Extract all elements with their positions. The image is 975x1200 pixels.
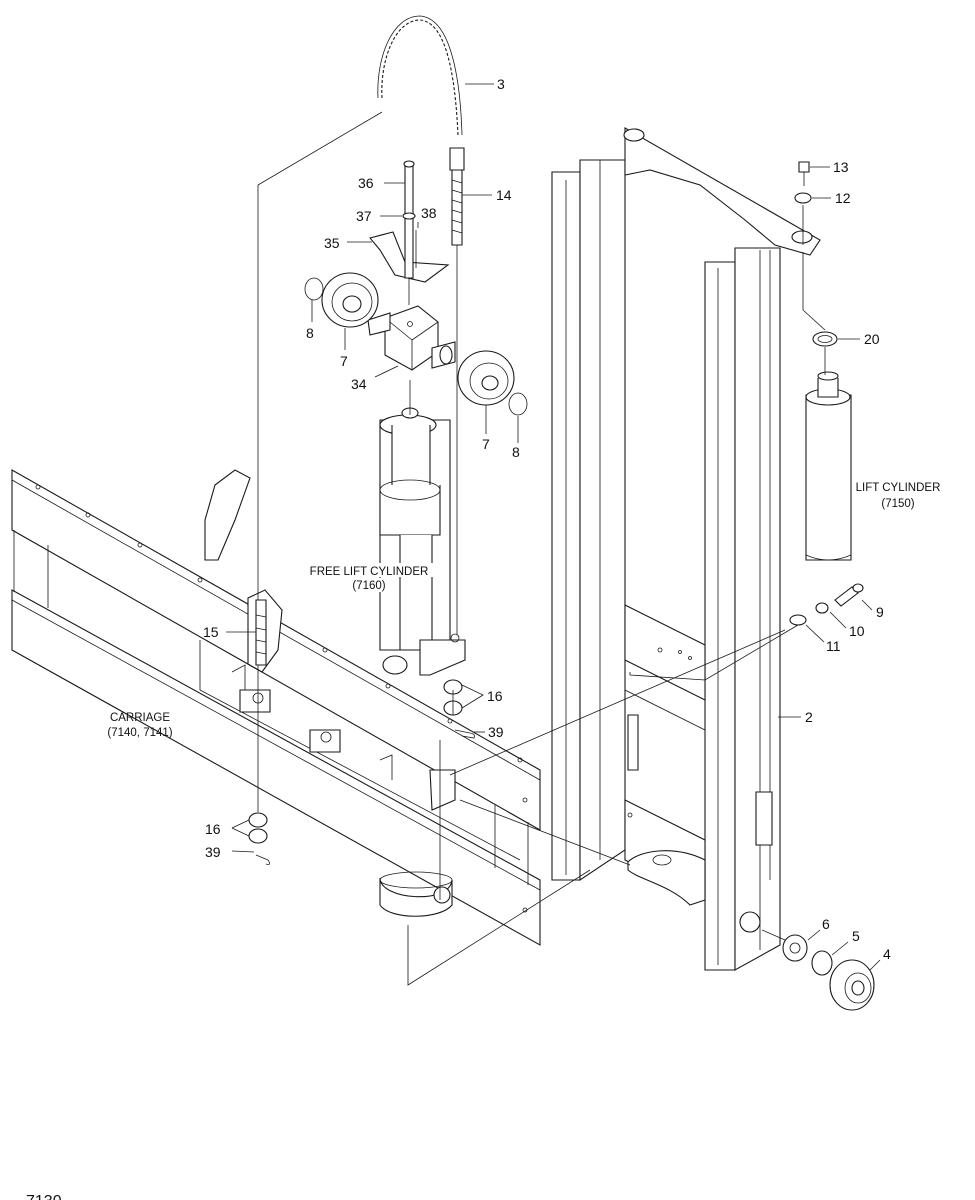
free-lift-cylinder-caption: FREE LIFT CYLINDER <box>310 566 429 578</box>
callout-14: 14 <box>496 187 512 203</box>
carriage-code: (7140, 7141) <box>107 727 172 739</box>
callout-3: 3 <box>497 76 505 92</box>
callout-36: 36 <box>358 175 374 191</box>
free-lift-cylinder <box>379 407 466 917</box>
callout-8-lower: 8 <box>512 444 520 460</box>
callout-numbers: 3 13 12 36 14 37 38 35 8 7 20 34 7 8 9 1… <box>203 76 891 962</box>
free-lift-cylinder-code: (7160) <box>352 580 385 592</box>
callout-16-lower: 16 <box>205 821 221 837</box>
chain-anchor-left <box>247 589 283 673</box>
callout-35: 35 <box>324 235 340 251</box>
callout-2: 2 <box>805 709 813 725</box>
callout-7-lower: 7 <box>482 436 490 452</box>
callout-16-upper: 16 <box>487 688 503 704</box>
callout-15: 15 <box>203 624 219 640</box>
captions: LIFT CYLINDER (7150) FREE LIFT CYLINDER … <box>107 482 940 739</box>
callout-9: 9 <box>876 604 884 620</box>
callout-39-lower: 39 <box>205 844 221 860</box>
callout-38: 38 <box>421 205 437 221</box>
callout-20: 20 <box>864 331 880 347</box>
chain-anchor-bolt <box>449 147 465 246</box>
mast <box>551 127 821 971</box>
callout-10: 10 <box>849 623 865 639</box>
callout-4: 4 <box>883 946 891 962</box>
callout-34: 34 <box>351 376 367 392</box>
chain <box>377 15 463 136</box>
callout-37: 37 <box>356 208 372 224</box>
lift-cylinder-code: (7150) <box>881 498 914 510</box>
callout-6: 6 <box>822 916 830 932</box>
callout-5: 5 <box>852 928 860 944</box>
callout-13: 13 <box>833 159 849 175</box>
callout-8-upper: 8 <box>306 325 314 341</box>
callout-12: 12 <box>835 190 851 206</box>
lift-cylinder <box>805 371 852 561</box>
assembly-lines <box>257 111 826 986</box>
lift-cylinder-caption: LIFT CYLINDER <box>856 482 941 494</box>
callout-7-upper: 7 <box>340 353 348 369</box>
page-code: 7130 <box>26 1193 62 1200</box>
carriage-caption: CARRIAGE <box>110 712 170 724</box>
leader-lines <box>226 83 881 971</box>
callout-11: 11 <box>826 638 841 654</box>
callout-39-upper: 39 <box>488 724 504 740</box>
sheave-assembly <box>304 160 528 416</box>
